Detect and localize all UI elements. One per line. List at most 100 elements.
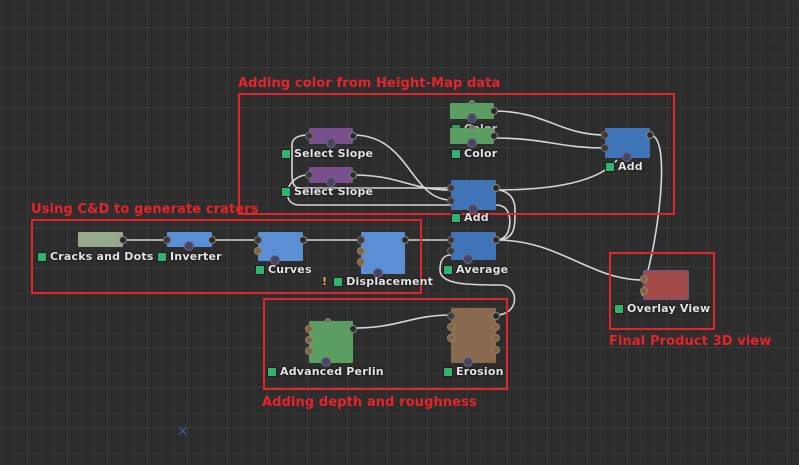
mask-port[interactable]	[463, 254, 473, 264]
mask-port[interactable]	[321, 357, 331, 367]
status-indicator	[605, 161, 615, 172]
mask-port[interactable]	[622, 152, 632, 162]
status-indicator	[37, 251, 47, 262]
input-port-2[interactable]	[447, 197, 455, 205]
status-indicator	[451, 148, 461, 159]
node-label-add-1: Add	[605, 160, 643, 173]
mask-port[interactable]	[468, 204, 478, 214]
node-curves[interactable]	[254, 232, 307, 265]
input-port-2[interactable]	[447, 323, 455, 331]
mask-port[interactable]	[326, 138, 336, 148]
input-port[interactable]	[305, 171, 313, 179]
input-port-1[interactable]	[601, 131, 609, 139]
input-port-1[interactable]	[447, 236, 455, 244]
node-erosion[interactable]	[447, 308, 500, 367]
node-label-select-slope-1: Select Slope	[281, 147, 373, 160]
node-label-cracks-and-dots: Cracks and Dots	[37, 250, 154, 263]
top-port[interactable]	[325, 318, 331, 324]
output-port[interactable]	[490, 132, 498, 140]
curve-input-port[interactable]	[254, 247, 262, 255]
cross-marker-icon[interactable]: ✕	[177, 424, 189, 440]
input-port-3[interactable]	[305, 347, 313, 355]
annotation-box-craters	[31, 219, 422, 294]
input-port[interactable]	[254, 236, 262, 244]
output-port[interactable]	[349, 132, 357, 140]
displacement-input-port-2[interactable]	[357, 258, 365, 266]
output-port[interactable]	[490, 107, 498, 115]
output-port[interactable]	[349, 325, 357, 333]
input-port-3[interactable]	[447, 334, 455, 342]
input-port-2[interactable]	[305, 336, 313, 344]
mask-port[interactable]	[463, 357, 473, 367]
output-port[interactable]	[492, 236, 500, 244]
annotation-label-craters: Using C&D to generate craters	[31, 202, 259, 217]
status-indicator	[267, 366, 277, 377]
input-port-1[interactable]	[640, 275, 648, 283]
node-label-displacement: ! Displacement	[322, 275, 434, 288]
input-port-1[interactable]	[305, 325, 313, 333]
input-port-1[interactable]	[447, 312, 455, 320]
mask-port[interactable]	[467, 113, 477, 123]
input-port-2[interactable]	[640, 287, 648, 295]
node-label-overlay-view: Overlay View	[614, 302, 710, 315]
node-label-inverter: Inverter	[157, 250, 222, 263]
mask-port[interactable]	[373, 268, 383, 278]
node-add-2[interactable]	[447, 180, 500, 214]
node-inverter[interactable]	[163, 232, 216, 251]
output-port[interactable]	[208, 236, 216, 244]
annotation-box-final	[609, 252, 715, 330]
node-displacement[interactable]	[357, 232, 409, 278]
status-indicator	[281, 186, 291, 197]
output-port-2[interactable]	[492, 323, 500, 331]
input-port[interactable]	[357, 236, 365, 244]
node-label-color-2: Color	[451, 147, 497, 160]
annotation-label-depth: Adding depth and roughness	[262, 395, 477, 410]
output-port[interactable]	[646, 131, 654, 139]
node-color-2[interactable]	[450, 125, 498, 148]
input-port[interactable]	[305, 132, 313, 140]
output-port[interactable]	[492, 184, 500, 192]
output-port-4[interactable]	[492, 346, 500, 354]
output-port[interactable]	[299, 236, 307, 244]
status-indicator	[443, 264, 453, 275]
node-label-average: Average	[443, 263, 508, 276]
annotation-box-depth	[263, 298, 508, 390]
output-port-1[interactable]	[492, 312, 500, 320]
node-average[interactable]	[447, 232, 500, 264]
node-select-slope-1[interactable]	[305, 128, 357, 148]
input-port[interactable]	[163, 236, 171, 244]
mask-port[interactable]	[270, 255, 280, 265]
input-port-2[interactable]	[447, 247, 455, 255]
annotation-label-final: Final Product 3D view	[609, 334, 772, 349]
status-indicator	[157, 251, 167, 262]
node-add-1[interactable]	[601, 128, 654, 162]
node-label-advanced-perlin: Advanced Perlin	[267, 365, 384, 378]
status-indicator	[255, 264, 265, 275]
node-cracks-and-dots[interactable]	[78, 232, 127, 247]
mask-port[interactable]	[184, 241, 194, 251]
top-port[interactable]	[469, 100, 475, 106]
node-label-erosion: Erosion	[443, 365, 504, 378]
top-port[interactable]	[469, 125, 475, 131]
node-label-add-2: Add	[451, 211, 489, 224]
node-label-select-slope-2: Select Slope	[281, 185, 373, 198]
status-indicator	[451, 212, 461, 223]
output-port[interactable]	[119, 236, 127, 244]
warning-icon[interactable]: !	[322, 275, 328, 288]
mask-port[interactable]	[467, 138, 477, 148]
displacement-input-port-1[interactable]	[357, 247, 365, 255]
node-select-slope-2[interactable]	[305, 167, 357, 187]
annotation-label-color: Adding color from Height-Map data	[238, 76, 501, 91]
output-port[interactable]	[401, 236, 409, 244]
status-indicator	[281, 148, 291, 159]
input-port-1[interactable]	[447, 184, 455, 192]
node-advanced-perlin[interactable]	[305, 318, 357, 367]
input-port-2[interactable]	[601, 144, 609, 152]
mask-port[interactable]	[326, 177, 336, 187]
node-overlay-view[interactable]	[640, 270, 689, 300]
output-port-3[interactable]	[492, 334, 500, 342]
status-indicator	[614, 303, 624, 314]
node-color-1[interactable]	[450, 100, 498, 123]
output-port[interactable]	[349, 171, 357, 179]
